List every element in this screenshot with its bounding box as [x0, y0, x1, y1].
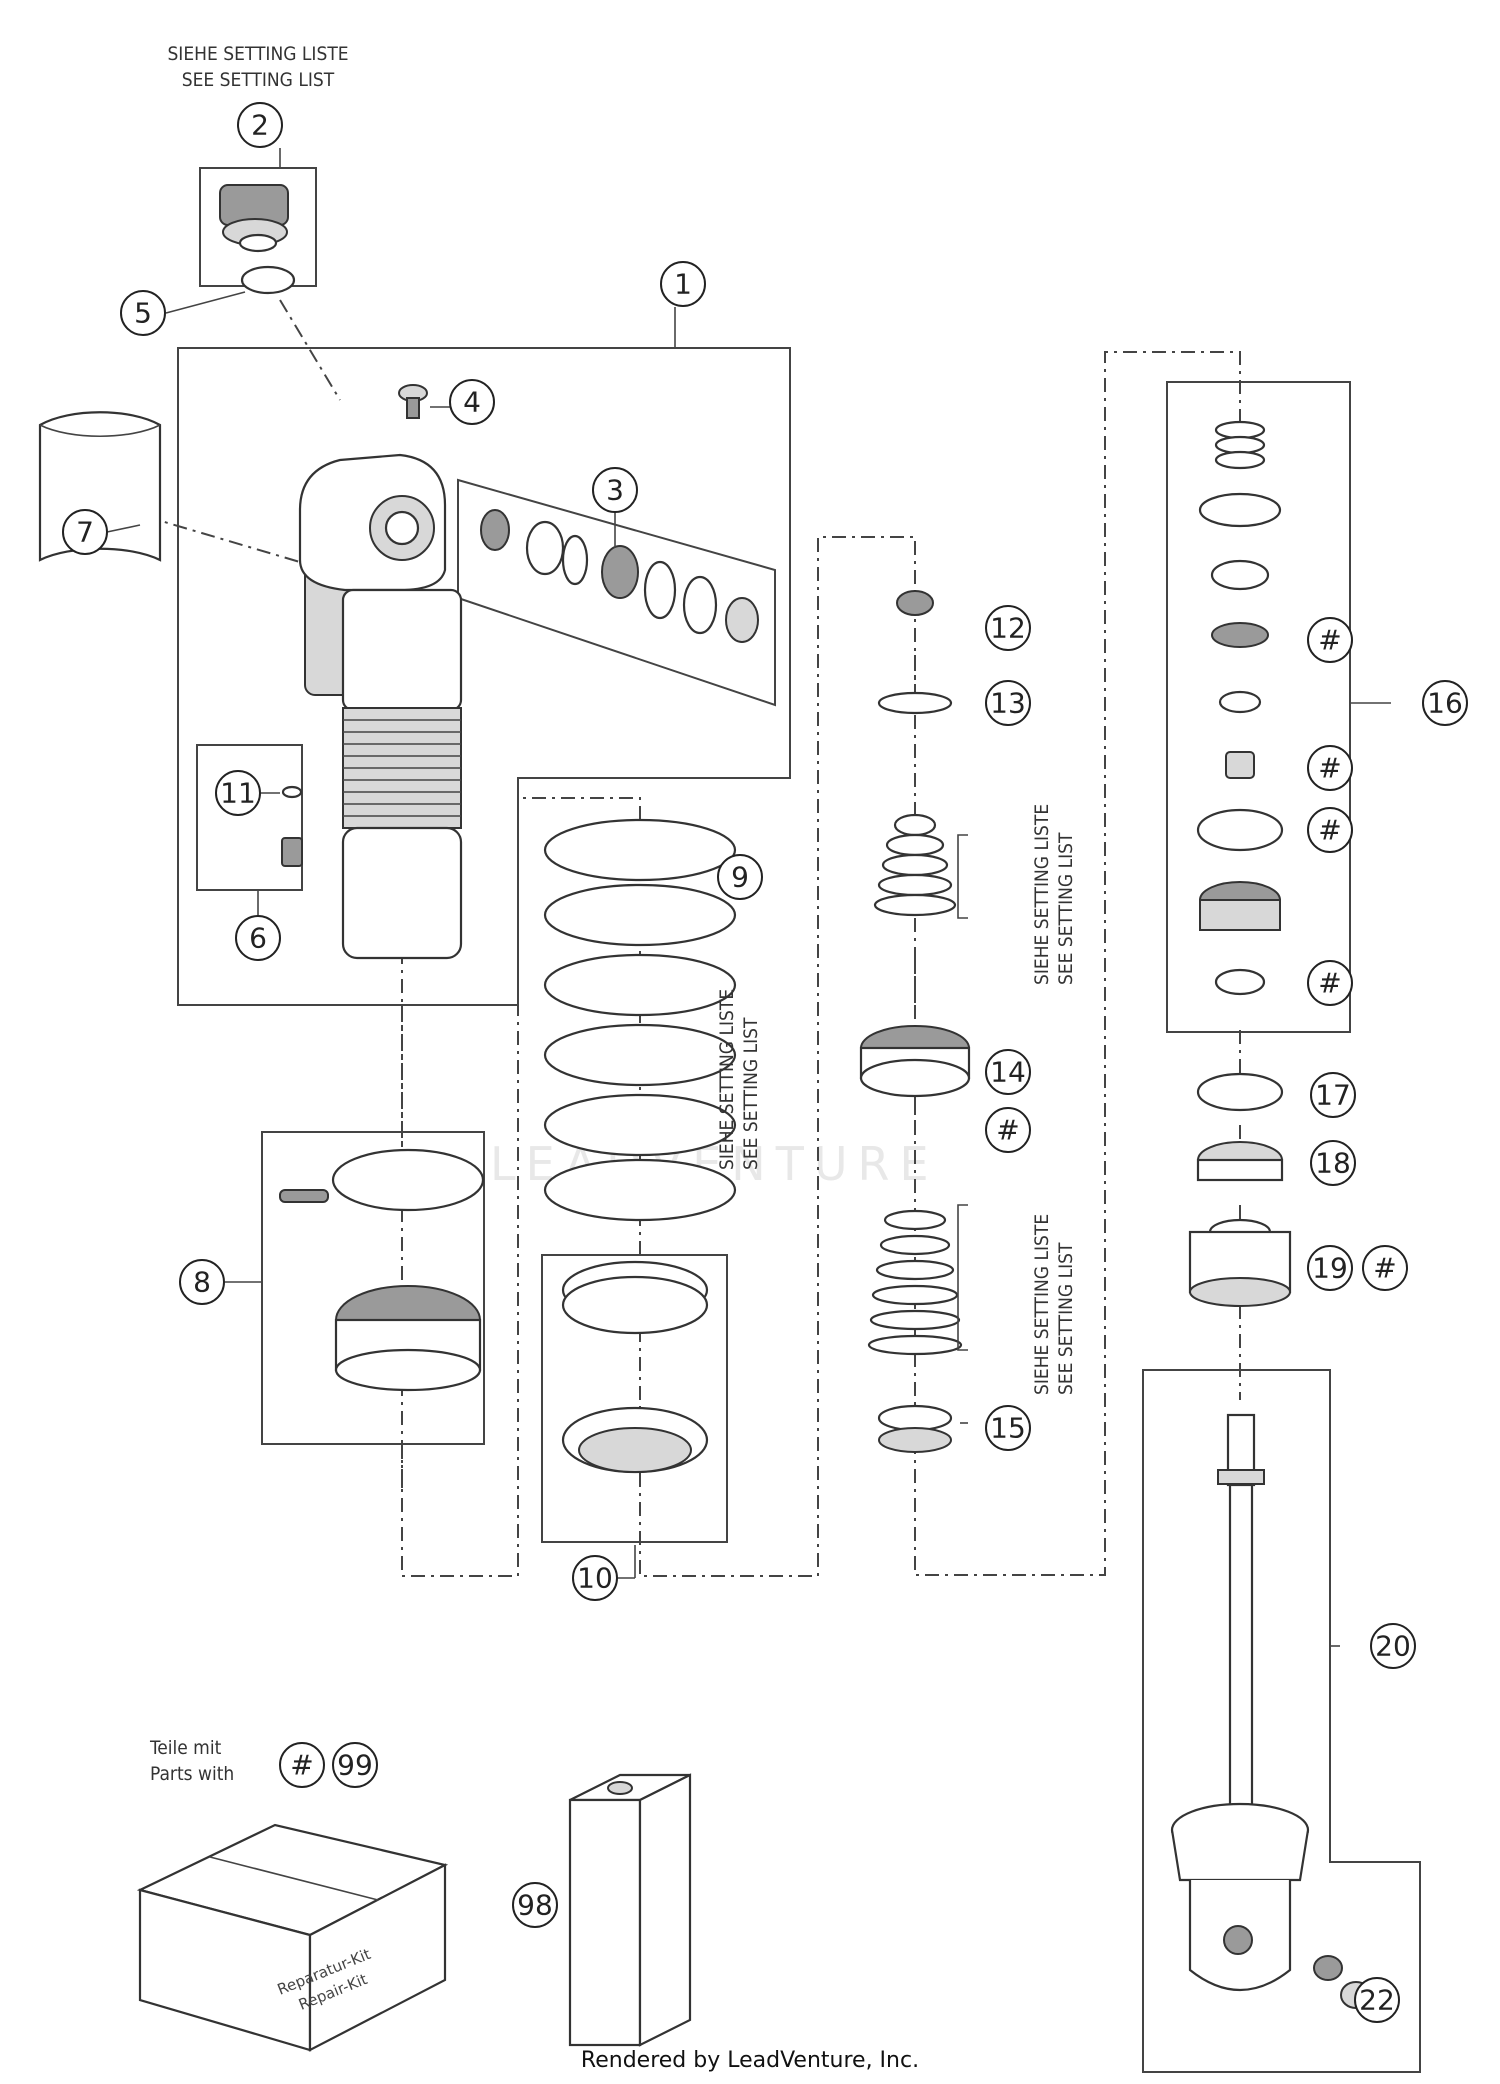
svg-text:22: 22 [1359, 1984, 1395, 2017]
setting-note-spring-en: SEE SETTING LIST [740, 1017, 762, 1170]
svg-text:11: 11 [220, 777, 256, 810]
callout-9[interactable]: 9 [717, 854, 763, 900]
callout-1[interactable]: 1 [660, 261, 706, 307]
callout-19[interactable]: 19 [1307, 1245, 1353, 1291]
o-ring-part-5 [240, 265, 296, 295]
svg-text:14: 14 [990, 1056, 1026, 1089]
svg-text:1: 1 [674, 268, 692, 301]
parts-with-note: Teile mit Parts with [149, 1737, 234, 1785]
setting-note-top-de: SIEHE SETTING LISTE [167, 43, 348, 65]
callout-13[interactable]: 13 [985, 680, 1031, 726]
callout-17[interactable]: 17 [1310, 1072, 1356, 1118]
callout-8[interactable]: 8 [179, 1259, 225, 1305]
svg-text:5: 5 [134, 297, 152, 330]
svg-text:20: 20 [1375, 1630, 1411, 1663]
callout-99[interactable]: 99 [332, 1742, 378, 1788]
svg-text:#: # [1318, 814, 1341, 847]
valve-assembly-part-16 [1196, 420, 1284, 996]
svg-text:15: 15 [990, 1412, 1026, 1445]
svg-text:6: 6 [249, 922, 267, 955]
svg-text:3: 3 [606, 474, 624, 507]
setting-note-spring-de: SIEHE SETTING LISTE [716, 989, 738, 1170]
setting-note-stack-upper: SIEHE SETTING LISTE SEE SETTING LIST [1031, 804, 1077, 985]
callout-hash-16a[interactable]: # [1307, 617, 1353, 663]
svg-text:10: 10 [577, 1562, 613, 1595]
setting-note-top-en: SEE SETTING LIST [182, 69, 335, 91]
svg-text:12: 12 [990, 612, 1026, 645]
parts-with-de: Teile mit [149, 1737, 222, 1759]
piston-rod-part-20 [1170, 1413, 1310, 1991]
callout-hash-kit[interactable]: # [279, 1742, 325, 1788]
callout-4[interactable]: 4 [449, 379, 495, 425]
svg-text:99: 99 [337, 1749, 373, 1782]
callout-10[interactable]: 10 [572, 1555, 618, 1601]
seal-set-part-3 [480, 509, 759, 643]
spring-seat-part-10 [561, 1260, 709, 1474]
callout-hash-14[interactable]: # [985, 1107, 1031, 1153]
svg-text:9: 9 [731, 861, 749, 894]
adjuster-part-2 [219, 184, 289, 253]
svg-text:#: # [290, 1749, 313, 1782]
callout-hash-19[interactable]: # [1362, 1245, 1408, 1291]
svg-text:#: # [996, 1114, 1019, 1147]
setting-note-stack-lower: SIEHE SETTING LISTE SEE SETTING LIST [1031, 1214, 1077, 1395]
callout-hash-16d[interactable]: # [1307, 960, 1353, 1006]
setting-note-top: SIEHE SETTING LISTE SEE SETTING LIST [167, 43, 348, 91]
svg-text:2: 2 [251, 109, 269, 142]
callout-3[interactable]: 3 [592, 467, 638, 513]
svg-text:16: 16 [1427, 687, 1463, 720]
spring-retainer-part-8 [279, 1148, 485, 1392]
svg-text:#: # [1318, 624, 1341, 657]
setting-note-lower-de: SIEHE SETTING LISTE [1031, 1214, 1053, 1395]
callout-98[interactable]: 98 [512, 1882, 558, 1928]
piston-stack-parts-12-15 [859, 590, 971, 1453]
callout-11[interactable]: 11 [215, 770, 261, 816]
callout-22[interactable]: 22 [1354, 1977, 1400, 2023]
setting-note-upper-de: SIEHE SETTING LISTE [1031, 804, 1053, 985]
callout-18[interactable]: 18 [1310, 1140, 1356, 1186]
callout-2[interactable]: 2 [237, 102, 283, 148]
callout-16[interactable]: 16 [1422, 680, 1468, 726]
callout-hash-16c[interactable]: # [1307, 807, 1353, 853]
svg-text:7: 7 [76, 516, 94, 549]
parts-with-en: Parts with [150, 1763, 234, 1785]
footer-credit: Rendered by LeadVenture, Inc. [580, 2048, 920, 2073]
setting-note-spring: SIEHE SETTING LISTE SEE SETTING LIST [716, 989, 762, 1170]
callout-12[interactable]: 12 [985, 605, 1031, 651]
svg-text:98: 98 [517, 1889, 553, 1922]
callout-15[interactable]: 15 [985, 1405, 1031, 1451]
callout-6[interactable]: 6 [235, 915, 281, 961]
svg-text:18: 18 [1315, 1147, 1351, 1180]
svg-text:13: 13 [990, 687, 1026, 720]
valve-part-4 [398, 384, 428, 419]
callout-20[interactable]: 20 [1370, 1623, 1416, 1669]
svg-text:17: 17 [1315, 1079, 1351, 1112]
valve-part-11 [281, 785, 303, 867]
svg-text:#: # [1318, 967, 1341, 1000]
svg-text:4: 4 [463, 386, 481, 419]
assembly-frames [177, 167, 1421, 2073]
callout-5[interactable]: 5 [120, 290, 166, 336]
oil-can-part-98 [568, 1773, 692, 2047]
repair-kit-box: Reparatur-Kit Repair-Kit [136, 1823, 449, 2052]
callout-hash-16b[interactable]: # [1307, 745, 1353, 791]
svg-text:8: 8 [193, 1266, 211, 1299]
shock-absorber-body-part-1 [298, 453, 463, 960]
svg-text:#: # [1318, 752, 1341, 785]
svg-text:19: 19 [1312, 1252, 1348, 1285]
spring-part-9 [543, 818, 737, 1222]
callout-14[interactable]: 14 [985, 1049, 1031, 1095]
callout-7[interactable]: 7 [62, 509, 108, 555]
seal-parts-17-19 [1188, 1072, 1292, 1307]
setting-note-upper-en: SEE SETTING LIST [1055, 832, 1077, 985]
svg-text:#: # [1373, 1252, 1396, 1285]
setting-note-lower-en: SEE SETTING LIST [1055, 1242, 1077, 1395]
